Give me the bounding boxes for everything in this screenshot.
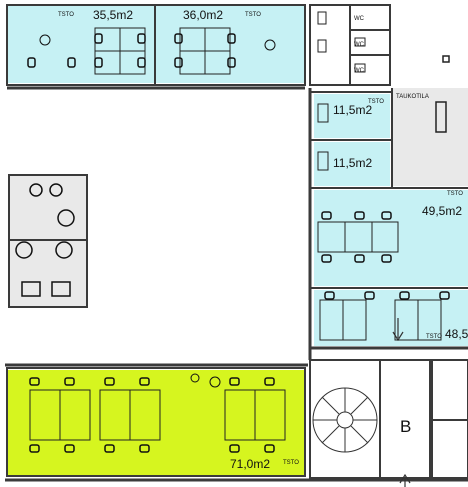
area-right-lower: 48,5 — [445, 327, 468, 341]
area-bottom-lime: 71,0m2 — [230, 457, 271, 471]
room-top-left[interactable] — [8, 6, 154, 83]
taukotila-area — [392, 88, 468, 186]
room-right-upper[interactable] — [314, 190, 468, 286]
tag-small-a: TSTO — [368, 99, 384, 105]
stair-letter: B — [400, 417, 412, 436]
area-small-a: 11,5m2 — [333, 103, 373, 117]
area-right-upper: 49,5m2 — [422, 204, 463, 218]
tag-top-mid: TSTO — [245, 12, 261, 18]
tag-top-left: TSTO — [58, 12, 74, 18]
area-top-left: 35,5m2 — [93, 8, 134, 22]
wc-label-3: WC — [354, 68, 364, 74]
tag-right-upper: TSTO — [447, 191, 463, 197]
taukotila-label: TAUKOTILA — [396, 94, 429, 100]
spiral-stair-icon — [312, 387, 378, 453]
wc-label-1: WC — [354, 16, 364, 22]
room-small-b[interactable] — [314, 142, 390, 186]
wc-label-2: WC — [354, 42, 364, 48]
tag-right-lower: TSTO — [426, 334, 442, 340]
tag-bottom-lime: TSTO — [283, 460, 299, 466]
area-small-b: 11,5m2 — [333, 156, 373, 170]
room-small-a[interactable] — [314, 94, 390, 138]
area-top-mid: 36,0m2 — [183, 8, 224, 22]
